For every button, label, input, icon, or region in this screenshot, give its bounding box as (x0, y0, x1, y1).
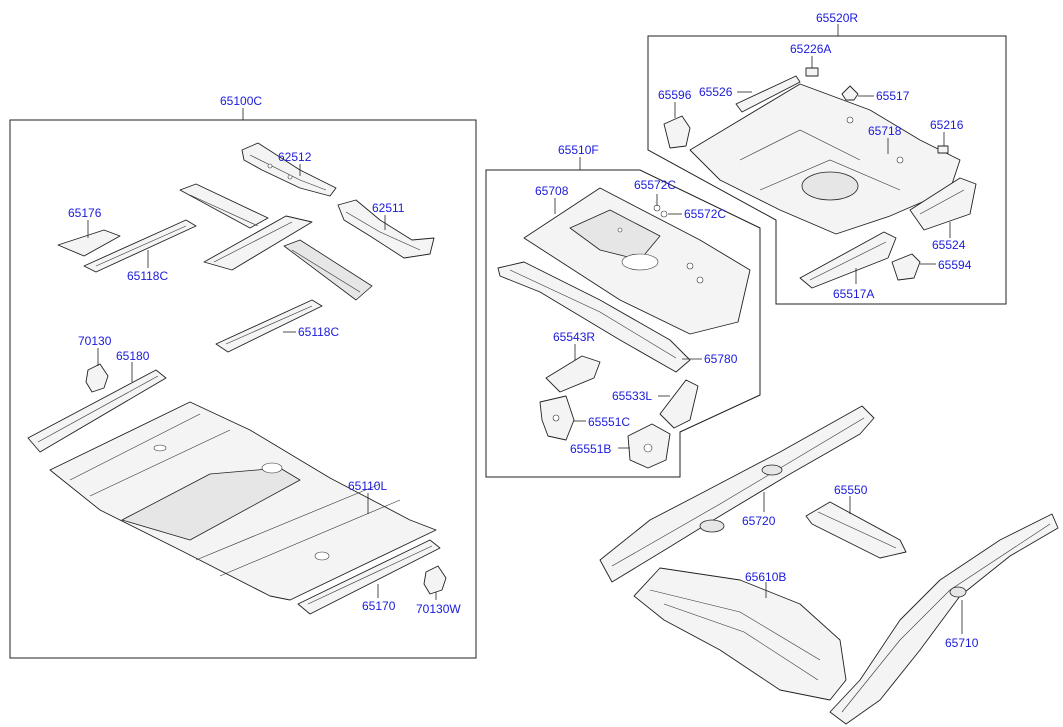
label-65110l[interactable]: 65110L (348, 479, 387, 493)
label-65708[interactable]: 65708 (535, 184, 569, 198)
part-65517 (841, 85, 859, 101)
label-65572c-a[interactable]: 65572C (634, 178, 676, 192)
part-65780 (497, 261, 691, 373)
part-65180 (27, 369, 167, 453)
part-65517a (799, 231, 897, 289)
part-65720 (599, 405, 875, 583)
label-65526[interactable]: 65526 (699, 85, 733, 99)
label-65718[interactable]: 65718 (868, 124, 902, 138)
part-65710 (829, 513, 1059, 725)
part-65533l (659, 379, 699, 429)
label-65710[interactable]: 65710 (945, 636, 979, 650)
label-65596[interactable]: 65596 (658, 88, 692, 102)
label-65216[interactable]: 65216 (930, 118, 964, 132)
label-65551b[interactable]: 65551B (570, 442, 611, 456)
part-65596 (663, 115, 691, 149)
label-65543r[interactable]: 65543R (553, 330, 595, 344)
label-70130[interactable]: 70130 (78, 334, 112, 348)
part-62512 (241, 142, 337, 197)
label-65524[interactable]: 65524 (932, 238, 966, 252)
part-65170 (297, 539, 441, 615)
group-65520r: 65520R 65718 65226A 65526 65596 (647, 11, 1007, 305)
part-65176 (57, 229, 121, 257)
part-65110l (49, 401, 437, 601)
part-65708 (523, 187, 751, 335)
part-65551c (539, 395, 575, 441)
part-65550 (805, 501, 907, 559)
part-65118c-lower (215, 299, 323, 353)
label-65510f[interactable]: 65510F (558, 143, 599, 157)
part-65594 (891, 253, 921, 281)
label-65550[interactable]: 65550 (834, 483, 868, 497)
label-65118c-lower[interactable]: 65118C (298, 325, 339, 339)
label-65533l[interactable]: 65533L (612, 389, 652, 403)
label-65517[interactable]: 65517 (876, 89, 910, 103)
label-62511[interactable]: 62511 (372, 201, 405, 215)
group-65100c: 65100C 62512 62511 65176 (9, 94, 477, 659)
label-65176[interactable]: 65176 (68, 206, 102, 220)
group-box-65520r (647, 35, 1007, 305)
group-65510f: 65510F 65708 65572C 65572C 65780 (485, 143, 761, 478)
label-65226a[interactable]: 65226A (790, 42, 831, 56)
label-65572c-b[interactable]: 65572C (684, 207, 726, 221)
label-65180[interactable]: 65180 (116, 349, 150, 363)
label-65118c-upper[interactable]: 65118C (127, 269, 168, 283)
part-65118c-upper (83, 219, 197, 273)
label-65170[interactable]: 65170 (362, 599, 396, 613)
label-65520r[interactable]: 65520R (816, 11, 858, 25)
label-62512[interactable]: 62512 (278, 150, 312, 164)
part-65226a (805, 67, 819, 77)
part-65524 (909, 177, 977, 231)
part-center-members (179, 183, 373, 301)
part-65610b (633, 567, 847, 701)
label-65517a[interactable]: 65517A (833, 287, 874, 301)
part-70130 (85, 363, 109, 393)
part-70130w (423, 565, 447, 595)
label-65720[interactable]: 65720 (742, 514, 776, 528)
part-65526 (735, 75, 801, 113)
group-box-65510f (485, 169, 761, 478)
part-62511 (337, 199, 435, 259)
part-65551b (627, 423, 671, 469)
part-65543r (545, 355, 601, 393)
label-70130w[interactable]: 70130W (416, 602, 461, 616)
part-65216 (937, 145, 949, 154)
label-65780[interactable]: 65780 (704, 352, 738, 366)
part-65572c (653, 204, 668, 218)
label-65551c[interactable]: 65551C (588, 415, 630, 429)
label-65100c[interactable]: 65100C (220, 94, 262, 108)
label-65610b[interactable]: 65610B (745, 570, 786, 584)
label-65594[interactable]: 65594 (938, 258, 972, 272)
